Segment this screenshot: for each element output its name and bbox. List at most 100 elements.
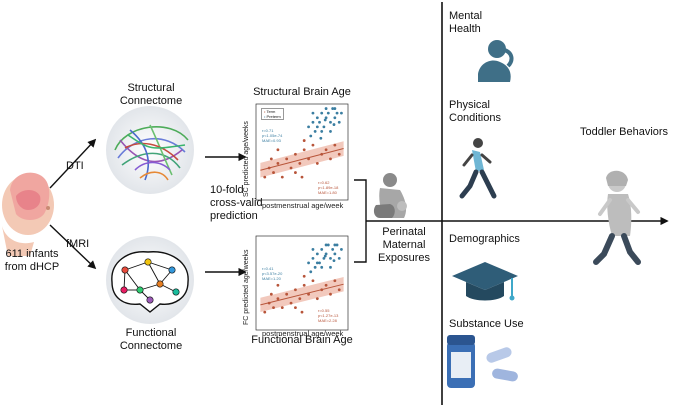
dti-arrow: [49, 138, 97, 189]
fc-point-preterm: [269, 292, 273, 296]
fc-point-term: [329, 256, 332, 260]
fc-point-term: [332, 259, 336, 263]
sc-point-term: [337, 120, 341, 124]
mental-health-label-1: Mental: [449, 10, 483, 22]
cv-label-1: 10-fold: [210, 184, 244, 196]
fc-point-preterm: [307, 292, 310, 296]
structural-brain-age-title: Structural Brain Age: [253, 86, 351, 98]
fc-point-term: [331, 248, 335, 251]
graduation-cap-icon: [452, 262, 518, 301]
plots-bracket: [354, 179, 367, 263]
fc-point-preterm: [272, 306, 275, 310]
sc-legend: • Term • Preterm: [261, 108, 284, 120]
fc-point-preterm: [285, 292, 289, 296]
fc-xlabel: postmenstrual age/week: [262, 329, 344, 338]
sc-point-term: [307, 125, 310, 129]
fc-point-term: [340, 248, 343, 251]
fc-point-preterm: [263, 310, 267, 314]
sc-point-term: [315, 116, 319, 120]
fc-point-preterm: [267, 301, 271, 305]
structural-connectome-title-2: Connectome: [119, 95, 183, 107]
fc-point-term: [320, 248, 324, 251]
fc-point-term: [337, 256, 341, 260]
sc-point-preterm: [337, 152, 341, 156]
legend-preterm: • Preterm: [264, 114, 281, 119]
fc-point-preterm: [294, 306, 297, 310]
fc-point-term: [322, 256, 326, 260]
infants-source-label: from dHCP: [4, 261, 60, 273]
fc-point-preterm: [329, 292, 332, 296]
sc-point-preterm: [294, 152, 297, 156]
sc-point-preterm: [267, 166, 271, 170]
sc-point-term: [333, 107, 337, 110]
sc-point-term: [332, 123, 336, 126]
fc-point-preterm: [333, 279, 337, 283]
fc-point-preterm: [289, 301, 293, 305]
fc-point-preterm: [280, 306, 284, 310]
mental-health-icon: [478, 40, 514, 82]
sc-point-term: [329, 130, 332, 133]
sc-point-term: [315, 125, 319, 129]
mother-baby-icon: [370, 170, 418, 220]
structural-connectome-title-1: Structural: [127, 82, 175, 94]
fc-point-preterm: [276, 297, 280, 301]
fc-scatter: [260, 243, 344, 314]
sc-point-preterm: [324, 148, 328, 152]
perinatal-label-2: Maternal: [382, 239, 426, 251]
functional-connectome-title-1: Functional: [125, 327, 177, 339]
sc-point-term: [309, 134, 313, 138]
sc-point-preterm: [315, 162, 319, 165]
legend-term: • Term: [264, 109, 276, 114]
fc-point-term: [315, 261, 319, 265]
fc-point-term: [324, 252, 328, 256]
sc-point-preterm: [294, 171, 297, 174]
sc-point-term: [313, 130, 317, 133]
sc-point-preterm: [272, 171, 275, 174]
sc-point-term: [320, 130, 324, 133]
fc-point-preterm: [315, 297, 319, 301]
fc-point-term: [335, 243, 339, 247]
sc-point-term: [311, 120, 315, 124]
functional-brain-age-title: Functional Brain Age: [251, 334, 353, 346]
sc-point-term: [335, 111, 339, 115]
fc-point-term: [311, 256, 315, 260]
sc-point-term: [324, 107, 328, 110]
fc-point-preterm: [302, 274, 306, 278]
fc-point-preterm: [324, 283, 328, 287]
fc-point-term: [318, 261, 321, 265]
sc-ylabel: SC predicted age/weeks: [243, 121, 250, 197]
sc-point-term: [340, 111, 343, 115]
sc-plot-frame: [255, 103, 349, 201]
sc-point-preterm: [269, 157, 273, 161]
fc-point-term: [309, 270, 313, 274]
structural-connectome-icon: [106, 106, 194, 194]
sc-point-term: [333, 116, 337, 120]
dti-label: DTI: [66, 160, 84, 172]
sc-point-preterm: [302, 148, 306, 152]
sc-point-preterm: [280, 175, 284, 179]
fc-point-preterm: [294, 288, 297, 292]
sc-point-term: [320, 111, 324, 115]
fc-point-preterm: [276, 283, 280, 287]
cv-label-3: prediction: [210, 210, 258, 222]
sc-point-preterm: [307, 157, 310, 161]
infants-count-label: 611 infants: [5, 248, 59, 260]
functional-connectome-title-2: Connectome: [119, 340, 183, 352]
pills-icon: [447, 335, 518, 388]
sc-point-preterm: [311, 143, 315, 147]
toddler-icon: [593, 170, 641, 265]
sc-point-preterm: [285, 157, 289, 161]
sc-point-term: [319, 136, 323, 140]
fc-point-preterm: [320, 288, 324, 292]
sc-point-term: [322, 125, 326, 129]
sc-point-preterm: [333, 143, 337, 147]
fc-point-term: [329, 265, 332, 269]
mental-health-label-2: Health: [449, 23, 481, 35]
sc-point-preterm: [298, 162, 302, 165]
runner-icon: [459, 138, 497, 199]
fc-point-term: [313, 265, 317, 269]
